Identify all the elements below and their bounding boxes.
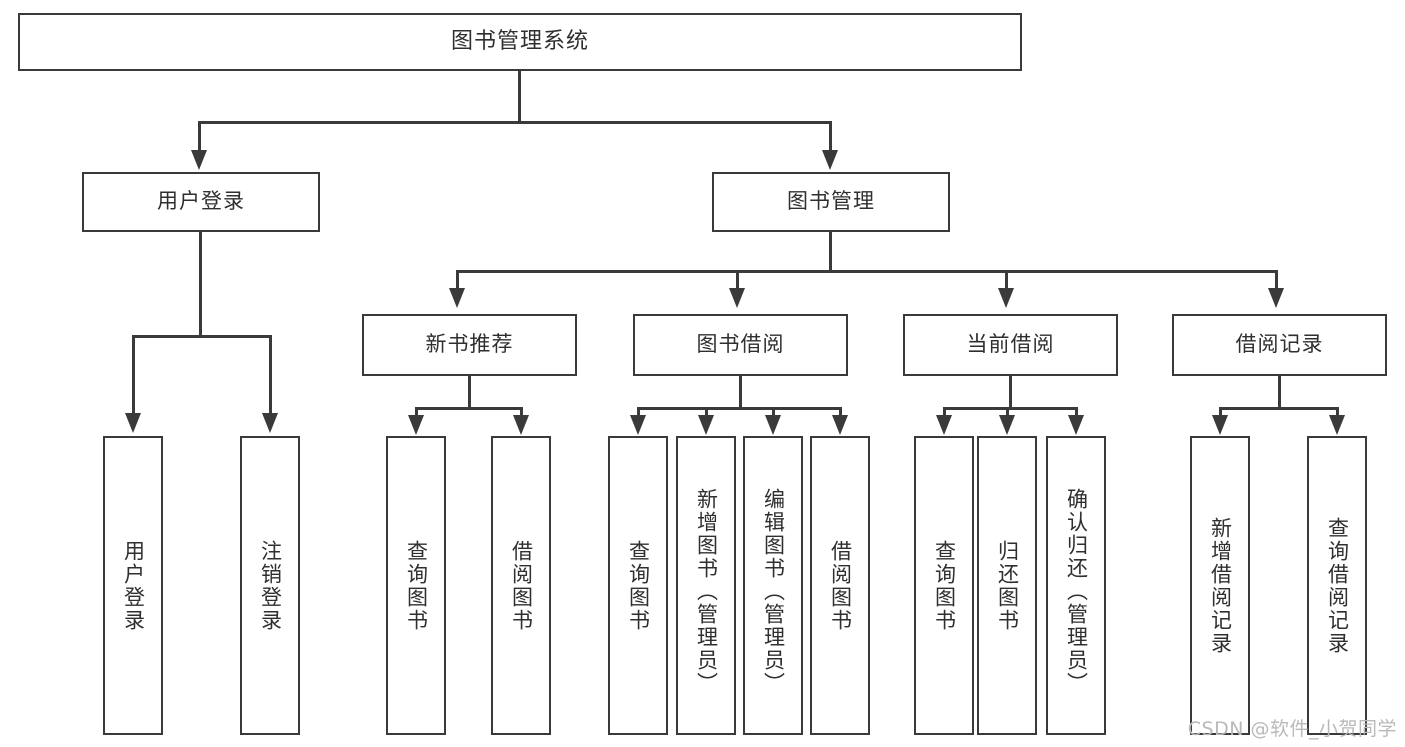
edge-borrow-record-stem (1278, 376, 1281, 409)
arrow-bb-to-edit-icon (765, 415, 781, 435)
edge-current-borrow-stem (1009, 376, 1012, 409)
edge-user-login-stem (199, 232, 202, 336)
arrow-user-login-to-login-icon (125, 413, 141, 433)
edge-borrow-record-bus (1219, 407, 1339, 410)
leaf-book-borrow-borrow-book[interactable]: 借阅图书 (810, 436, 870, 735)
node-label: 借阅图书 (509, 539, 534, 632)
leaf-borrow-record-query[interactable]: 查询借阅记录 (1307, 436, 1367, 735)
edge-bm-to-book-borrow (736, 270, 739, 292)
edge-bm-to-borrow-record (1275, 270, 1278, 292)
arrow-user-login-to-logout-icon (262, 413, 278, 433)
edge-bm-to-current-borrow (1005, 270, 1008, 292)
edge-cb-to-query (943, 407, 946, 419)
edge-bb-to-borrow (839, 407, 842, 419)
leaf-book-borrow-edit-book[interactable]: 编辑图书（管理员） (743, 436, 803, 735)
edge-cb-to-confirm (1075, 407, 1078, 419)
edge-new-book-to-borrow (520, 407, 523, 419)
node-label: 图书管理 (787, 189, 875, 214)
leaf-user-login[interactable]: 用户登录 (103, 436, 163, 735)
edge-bb-to-query (637, 407, 640, 419)
leaf-current-borrow-confirm-return[interactable]: 确认归还（管理员） (1046, 436, 1106, 735)
node-book-borrow[interactable]: 图书借阅 (633, 314, 848, 376)
edge-new-book-bus (415, 407, 523, 410)
leaf-user-logout[interactable]: 注销登录 (240, 436, 300, 735)
arrow-new-book-to-query-icon (408, 415, 424, 435)
leaf-current-borrow-return-book[interactable]: 归还图书 (977, 436, 1037, 735)
edge-book-borrow-stem (739, 376, 742, 409)
arrow-bm-to-book-borrow-icon (729, 288, 745, 308)
node-user-login[interactable]: 用户登录 (82, 172, 320, 232)
arrow-br-to-query-icon (1329, 415, 1345, 435)
arrow-bm-to-new-book-icon (449, 288, 465, 308)
edge-user-login-to-logout (269, 335, 272, 417)
arrow-root-to-book-management-icon (822, 150, 838, 170)
node-label: 查询图书 (404, 539, 429, 632)
node-label: 注销登录 (258, 539, 283, 632)
leaf-new-book-borrow-book[interactable]: 借阅图书 (491, 436, 551, 735)
arrow-root-to-user-login-icon (191, 150, 207, 170)
edge-root-to-book-management (829, 121, 832, 155)
arrow-br-to-add-icon (1212, 415, 1228, 435)
edge-root-to-user-login (198, 121, 201, 155)
arrow-bb-to-add-icon (698, 415, 714, 435)
node-book-management[interactable]: 图书管理 (712, 172, 950, 232)
edge-book-borrow-bus (637, 407, 841, 410)
leaf-current-borrow-query-book[interactable]: 查询图书 (914, 436, 974, 735)
edge-bb-to-edit (772, 407, 775, 419)
leaf-book-borrow-add-book[interactable]: 新增图书（管理员） (676, 436, 736, 735)
node-new-book-recommend[interactable]: 新书推荐 (362, 314, 577, 376)
node-label: 借阅记录 (1235, 332, 1324, 357)
node-label: 查询图书 (626, 539, 651, 632)
edge-root-stem (518, 71, 521, 121)
node-borrow-record[interactable]: 借阅记录 (1172, 314, 1387, 376)
node-label: 查询借阅记录 (1325, 516, 1350, 655)
node-label: 归还图书 (995, 539, 1020, 632)
node-label: 借阅图书 (828, 539, 853, 632)
node-label: 确认归还（管理员） (1064, 488, 1089, 695)
watermark: CSDN @软件_小贺同学 (1187, 718, 1397, 740)
arrow-cb-to-confirm-icon (1068, 415, 1084, 435)
arrow-bm-to-borrow-record-icon (1268, 288, 1284, 308)
node-label: 当前借阅 (966, 332, 1055, 357)
node-label: 用户登录 (121, 539, 146, 632)
arrow-bb-to-borrow-icon (832, 415, 848, 435)
edge-book-management-bus (456, 270, 1278, 273)
edge-new-book-to-query (415, 407, 418, 419)
node-book-management-system[interactable]: 图书管理系统 (18, 13, 1022, 71)
node-label: 新增借阅记录 (1208, 516, 1233, 655)
edge-bm-to-new-book (456, 270, 459, 292)
edge-user-login-bus (132, 335, 271, 338)
node-label: 用户登录 (157, 189, 245, 214)
edge-cb-to-return (1006, 407, 1009, 419)
arrow-cb-to-return-icon (999, 415, 1015, 435)
edge-current-borrow-bus (943, 407, 1078, 410)
edge-br-to-add (1219, 407, 1222, 419)
edge-user-login-to-login (132, 335, 135, 417)
leaf-borrow-record-add[interactable]: 新增借阅记录 (1190, 436, 1250, 735)
leaf-new-book-query-book[interactable]: 查询图书 (386, 436, 446, 735)
arrow-cb-to-query-icon (936, 415, 952, 435)
edge-root-bus (198, 121, 832, 124)
edge-bb-to-add (705, 407, 708, 419)
edge-book-management-stem (829, 232, 832, 272)
node-current-borrow[interactable]: 当前借阅 (903, 314, 1118, 376)
leaf-book-borrow-query-book[interactable]: 查询图书 (608, 436, 668, 735)
node-label: 查询图书 (932, 539, 957, 632)
arrow-bb-to-query-icon (630, 415, 646, 435)
node-label: 编辑图书（管理员） (761, 488, 786, 695)
node-label: 新书推荐 (425, 332, 514, 357)
edge-br-to-query (1336, 407, 1339, 419)
edge-new-book-stem (468, 376, 471, 409)
arrow-new-book-to-borrow-icon (513, 415, 529, 435)
node-label: 新增图书（管理员） (694, 488, 719, 695)
arrow-bm-to-current-borrow-icon (998, 288, 1014, 308)
node-label: 图书借阅 (696, 332, 785, 357)
node-label: 图书管理系统 (450, 28, 589, 54)
